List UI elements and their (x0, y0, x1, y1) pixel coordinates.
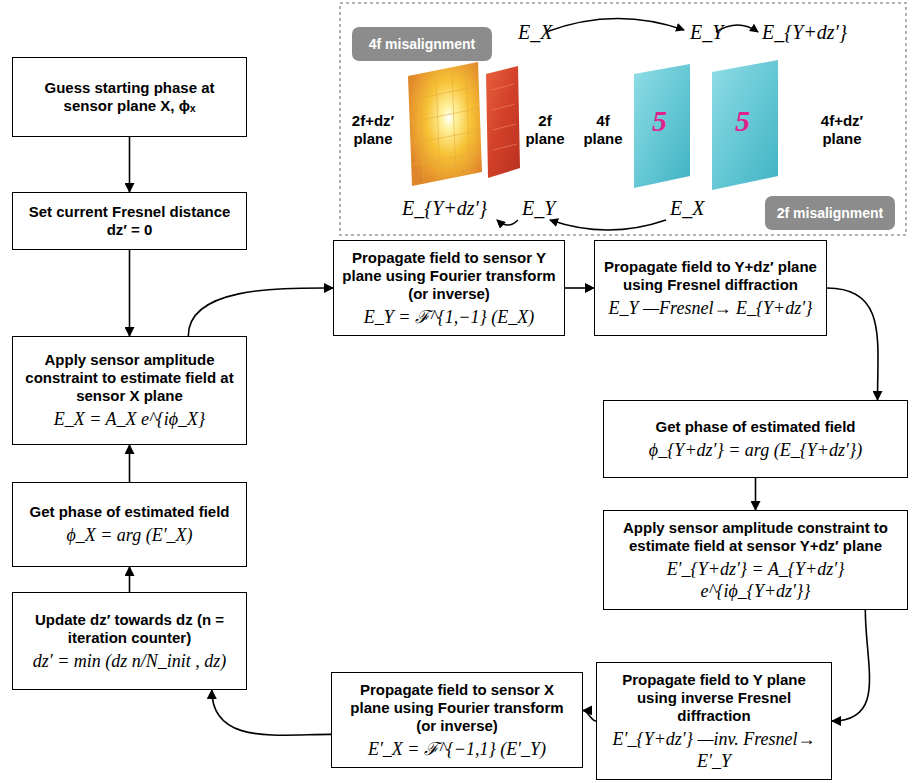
formula-text: E_X = A_X e^{iϕ_X} (54, 408, 206, 430)
field-label: E_X (518, 20, 552, 44)
flow-connector (832, 610, 870, 721)
box-text: Get phase of estimated field (655, 418, 855, 436)
box-text: Propagate field to Y plane using inverse… (605, 671, 823, 725)
field-label: E_{Y+dz′} (402, 196, 487, 220)
process-box: Get phase of estimated field ϕ_{Y+dz′} = … (603, 400, 908, 478)
process-box: Propagate field to Y+dz′ plane using Fre… (594, 240, 827, 336)
field-label: E_Y (690, 20, 723, 44)
formula-text: E′_{Y+dz′} —inv. Fresnel→ E′_Y (605, 728, 823, 772)
process-box: Apply sensor amplitude constraint to est… (603, 510, 908, 610)
box-text: Update dz′ towards dz (n = iteration cou… (21, 611, 238, 647)
flow-connector (188, 288, 333, 336)
field-label: E_X (670, 196, 704, 220)
formula-text: dz′ = min (dz n/N_init , dz) (33, 650, 227, 672)
box-text: Propagate field to sensor Y plane using … (342, 249, 556, 303)
flow-connector (583, 710, 596, 721)
process-box: Guess starting phase at sensor plane X, … (12, 57, 247, 137)
process-box: Propagate field to sensor X plane using … (331, 672, 583, 768)
plane-4f-dz (712, 60, 778, 190)
flow-connector (129, 137, 131, 192)
flow-arrow (546, 18, 684, 32)
flow-arrow (497, 220, 518, 225)
misalignment-tag: 2f misalignment (765, 196, 895, 230)
process-box: Update dz′ towards dz (n = iteration cou… (12, 592, 247, 690)
flow-connector (212, 690, 331, 735)
flow-connector (565, 287, 594, 289)
box-text: Propagate field to sensor X plane using … (340, 681, 574, 735)
box-text: 4f misalignment (369, 36, 476, 53)
flow-connector (129, 250, 131, 336)
plane-image-glyph: 5 (735, 104, 750, 138)
formula-text: E_Y = ℱ^{1,−1} (E_X) (364, 306, 534, 328)
process-box: Apply sensor amplitude constraint to est… (12, 336, 247, 445)
flow-connector (129, 445, 131, 482)
process-box: Get phase of estimated field ϕ_X = arg (E… (12, 482, 247, 567)
plane-label: 2f+dz′ plane (342, 112, 404, 148)
formula-text: E_Y —Fresnel→ E_{Y+dz′} (609, 297, 813, 319)
plane-image-glyph: 5 (652, 104, 667, 138)
formula-text: E′_X = ℱ^{−1,1} (E′_Y) (368, 738, 546, 760)
box-text: 2f misalignment (777, 205, 884, 222)
plane-4f (634, 64, 690, 188)
flow-connector (129, 567, 131, 592)
box-text: Apply sensor amplitude constraint to est… (612, 519, 899, 555)
process-box: Propagate field to Y plane using inverse… (596, 662, 832, 780)
plane-2f-dz (408, 62, 482, 186)
process-box: Propagate field to sensor Y plane using … (333, 240, 565, 336)
box-text: Propagate field to Y+dz′ plane using Fre… (603, 258, 818, 294)
box-text: Get phase of estimated field (29, 503, 229, 521)
plane-2f (486, 66, 520, 178)
box-text: Guess starting phase at sensor plane X, … (21, 79, 238, 115)
field-label: E_{Y+dz′} (762, 20, 847, 44)
plane-label: 2f plane (522, 112, 568, 148)
field-label: E_Y (522, 196, 555, 220)
box-text: Set current Fresnel distance dz′ = 0 (21, 203, 238, 239)
misalignment-tag: 4f misalignment (352, 27, 492, 61)
plane-label: 4f plane (578, 112, 628, 148)
box-text: Apply sensor amplitude constraint to est… (21, 351, 238, 405)
flow-connector (755, 478, 757, 510)
formula-text: E′_{Y+dz′} = A_{Y+dz′} e^{iϕ_{Y+dz′}} (612, 558, 899, 602)
flow-arrow (550, 220, 666, 230)
formula-text: ϕ_{Y+dz′} = arg (E_{Y+dz′}) (649, 439, 862, 461)
flow-connector (827, 288, 878, 400)
plane-label: 4f+dz′ plane (806, 112, 878, 148)
process-box: Set current Fresnel distance dz′ = 0 (12, 192, 247, 250)
formula-text: ϕ_X = arg (E′_X) (66, 524, 192, 546)
inset-frame (340, 3, 906, 235)
